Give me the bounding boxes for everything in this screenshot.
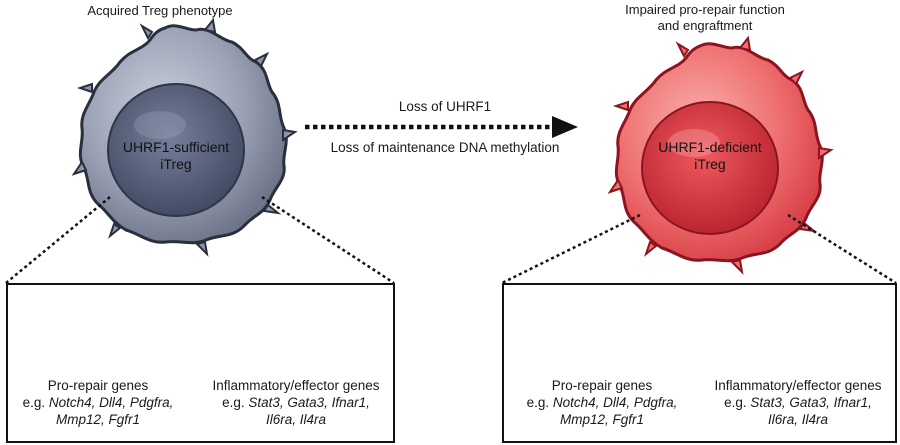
right-cell-label: UHRF1-deficient iTreg: [650, 139, 770, 173]
right-zoom-line-1: [501, 213, 641, 285]
transition-line1: Loss of UHRF1: [398, 99, 492, 114]
right-cell-label-line2: iTreg: [694, 156, 726, 172]
gene-examples: Mmp12, Fgfr1: [559, 412, 645, 427]
left-cell-label-line2: iTreg: [160, 156, 192, 172]
gene-group-name: Inflammatory/effector genes: [714, 378, 882, 393]
right-cell-title-line2: and engraftment: [657, 18, 753, 33]
examples-prefix: e.g.: [724, 395, 751, 410]
right-cell-title: Impaired pro-repair function and engraft…: [590, 2, 820, 34]
left-zoom-line-1: [5, 196, 111, 284]
gene-group-name: Inflammatory/effector genes: [212, 378, 380, 393]
left-cell-label-line1: UHRF1-sufficient: [122, 139, 230, 155]
right-gene-panel: [502, 283, 897, 443]
right-cell-title-line1: Impaired pro-repair function: [625, 2, 785, 17]
left-cell-label: UHRF1-sufficient iTreg: [116, 139, 236, 173]
transition-arrow-head: [552, 116, 578, 138]
left-pro-repair-text: Pro-repair genes e.g. Notch4, Dll4, Pdgf…: [18, 377, 178, 428]
left-zoom-line-2: [261, 195, 395, 285]
right-inflammatory-text: Inflammatory/effector genes e.g. Stat3, …: [702, 377, 894, 428]
left-inflammatory-text: Inflammatory/effector genes e.g. Stat3, …: [200, 377, 392, 428]
examples-prefix: e.g.: [222, 395, 249, 410]
gene-group-name: Pro-repair genes: [551, 378, 653, 393]
gene-examples: Il6ra, Il4ra: [265, 412, 327, 427]
examples-prefix: e.g.: [22, 395, 49, 410]
left-cell-title: Acquired Treg phenotype: [87, 3, 233, 18]
gene-examples: Stat3, Gata3, Ifnar1,: [750, 395, 872, 410]
gene-examples: Stat3, Gata3, Ifnar1,: [248, 395, 370, 410]
examples-prefix: e.g.: [526, 395, 553, 410]
uhrf1-sufficient-cell: [71, 17, 298, 257]
gene-examples: Mmp12, Fgfr1: [55, 412, 141, 427]
transition-line2: Loss of maintenance DNA methylation: [330, 140, 560, 155]
gene-examples: Il6ra, Il4ra: [767, 412, 829, 427]
right-cell-label-line1: UHRF1-deficient: [658, 139, 762, 155]
right-zoom-line-2: [787, 213, 897, 285]
gene-group-name: Pro-repair genes: [47, 378, 149, 393]
gene-examples: Notch4, Dll4, Pdgfra,: [552, 395, 678, 410]
uhrf1-deficient-cell: [607, 35, 834, 275]
left-gene-panel: [6, 283, 395, 443]
gene-examples: Notch4, Dll4, Pdgfra,: [48, 395, 174, 410]
right-pro-repair-text: Pro-repair genes e.g. Notch4, Dll4, Pdgf…: [522, 377, 682, 428]
